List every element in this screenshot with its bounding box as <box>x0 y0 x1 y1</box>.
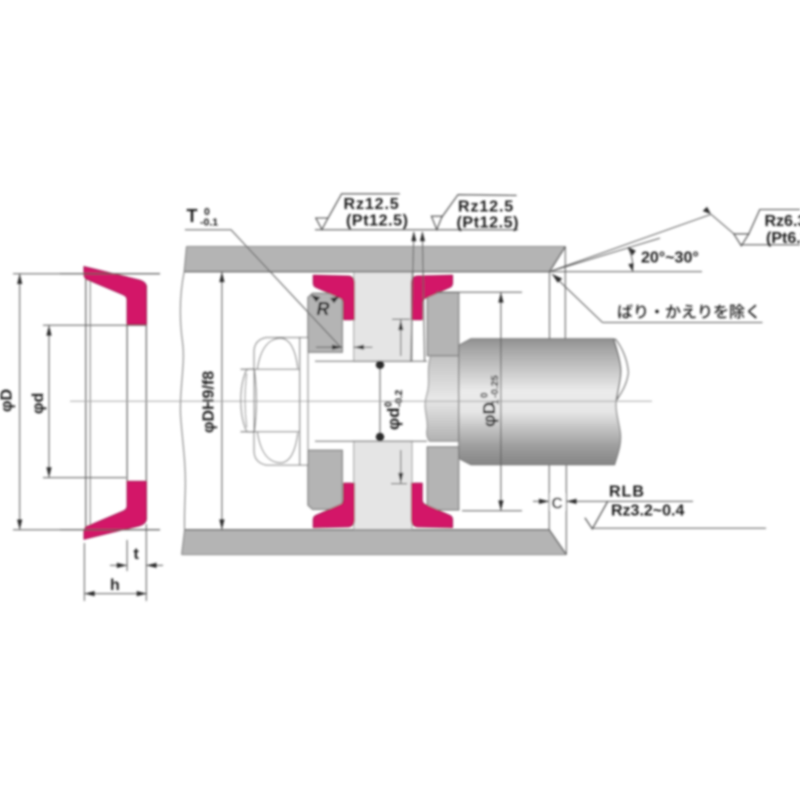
svg-text:φd: φd <box>384 407 403 430</box>
svg-text:C: C <box>552 496 563 513</box>
svg-text:φDH9/f8: φDH9/f8 <box>201 371 218 433</box>
svg-text:0: 0 <box>204 206 210 218</box>
svg-text:0: 0 <box>384 401 395 407</box>
svg-text:-0.1: -0.1 <box>200 217 218 229</box>
svg-text:1: 1 <box>490 399 502 405</box>
svg-text:T: T <box>187 206 198 226</box>
svg-text:0: 0 <box>480 392 491 398</box>
svg-text:Rz3.2~0.4: Rz3.2~0.4 <box>611 503 684 520</box>
svg-text:(Pt12.5): (Pt12.5) <box>457 215 520 232</box>
svg-text:-0.25: -0.25 <box>490 375 501 398</box>
svg-text:φd: φd <box>30 393 47 414</box>
svg-text:Rz6.3: Rz6.3 <box>765 213 800 230</box>
svg-text:Rz12.5: Rz12.5 <box>344 196 400 213</box>
svg-text:20°~30°: 20°~30° <box>641 250 699 267</box>
svg-text:RLB: RLB <box>609 484 645 501</box>
svg-text:(Pt6.3): (Pt6.3) <box>766 230 800 247</box>
svg-text:t: t <box>134 546 140 563</box>
svg-text:φD: φD <box>479 402 499 427</box>
svg-text:(Pt12.5): (Pt12.5) <box>346 213 409 230</box>
svg-text:R: R <box>317 299 330 319</box>
svg-text:-0.2: -0.2 <box>394 389 405 407</box>
svg-text:φD: φD <box>0 389 16 412</box>
svg-text:h: h <box>110 577 120 594</box>
svg-text:Rz12.5: Rz12.5 <box>458 199 514 216</box>
